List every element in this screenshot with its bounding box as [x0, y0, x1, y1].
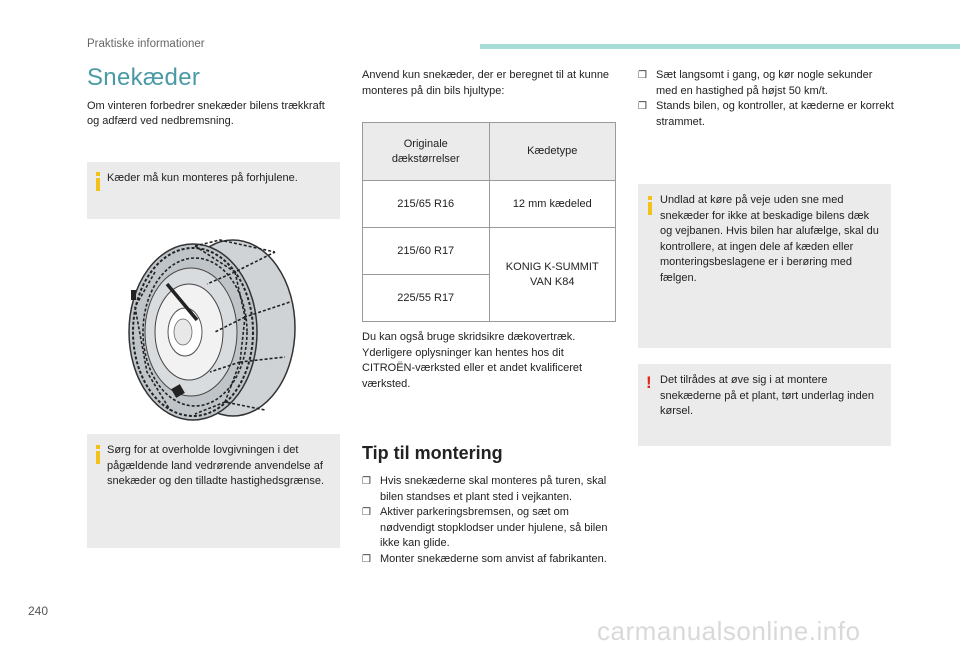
note-legislation: Sørg for at overholde lovgivningen i det… [87, 434, 340, 548]
page-number: 240 [28, 604, 49, 618]
table-header-chain-type: Kædetype [488, 122, 616, 181]
page-title: Snekæder [87, 64, 201, 91]
tips-heading: Tip til montering [362, 443, 503, 463]
chain-fit-intro: Anvend kun snekæder, der er beregnet til… [362, 69, 610, 97]
info-icon [648, 202, 652, 215]
table-cell-chain: 12 mm kædeled [488, 180, 616, 228]
table-header-row: Originale dækstørrelser Kædetype [362, 122, 616, 181]
note-legislation-text: Sørg for at overholde lovgivningen i det… [107, 444, 325, 487]
table-row: 215/65 R16 12 mm kædeled [362, 180, 616, 228]
table-cell-size: 225/55 R17 [362, 274, 490, 322]
list-item-text: Hvis snekæderne skal monteres på turen, … [380, 475, 607, 503]
table-header-tire-size: Originale dækstørrelser [362, 122, 490, 181]
checkbox-bullet-icon: ❒ [638, 70, 647, 81]
table-cell-size: 215/60 R17 [362, 227, 490, 275]
info-icon-dot [96, 172, 100, 176]
note-snowless-text: Undlad at køre på veje uden sne med snek… [660, 194, 879, 284]
note-front-wheels: Kæder må kun monteres på forhjulene. [87, 162, 340, 219]
warning-practice-text: Det tilrådes at øve sig i at montere sne… [660, 374, 875, 417]
list-item-text: Monter snekæderne som anvist af fabrikan… [380, 552, 607, 565]
checkbox-bullet-icon: ❒ [362, 553, 371, 565]
alternative-covers-paragraph: Du kan også bruge skridsikre dækovertræk… [362, 331, 583, 390]
list-item: ❒ Aktiver parkeringsbremsen, og sæt om nø… [362, 505, 618, 552]
watermark: carmanualsonline.info [597, 616, 861, 646]
list-item: ❒ Hvis snekæderne skal monteres på turen,… [362, 474, 618, 505]
info-icon [96, 451, 100, 464]
tips-list: ❒ Hvis snekæderne skal monteres på turen,… [362, 474, 618, 567]
list-item-text: Sæt langsomt i gang, og kør nogle sekund… [656, 69, 873, 97]
list-item: ❒ Monter snekæderne som anvist af fabrika… [362, 552, 618, 568]
checkbox-bullet-icon: ❒ [362, 507, 371, 518]
snow-chain-illustration [128, 239, 296, 421]
warning-icon: ! [646, 373, 652, 392]
header-accent-bar [480, 44, 960, 49]
note-front-text: Kæder må kun monteres på forhjulene. [107, 172, 298, 184]
intro-paragraph: Om vinteren forbedrer snekæder bilens tr… [87, 100, 325, 127]
info-icon [96, 178, 100, 191]
checkbox-bullet-icon: ❒ [638, 101, 647, 112]
table-cell-size: 215/65 R16 [362, 180, 490, 228]
chain-size-table: Originale dækstørrelser Kædetype 215/65 … [362, 122, 616, 322]
list-item-text: Stands bilen, og kontroller, at kæderne … [656, 100, 894, 128]
table-cell-chain: KONIG K-SUMMIT VAN K84 [488, 227, 616, 322]
note-snowless-roads: Undlad at køre på veje uden sne med snek… [638, 184, 891, 348]
warning-practice: ! Det tilrådes at øve sig i at montere s… [638, 364, 891, 446]
list-item: ❒ Sæt langsomt i gang, og kør nogle sekun… [638, 68, 894, 99]
checkbox-bullet-icon: ❒ [362, 476, 371, 487]
info-icon-dot [648, 196, 652, 200]
list-item: ❒ Stands bilen, og kontroller, at kæderne… [638, 99, 894, 130]
info-icon-dot [96, 445, 100, 449]
driving-steps-list: ❒ Sæt langsomt i gang, og kør nogle sekun… [638, 68, 894, 130]
table-row: 215/60 R17 KONIG K-SUMMIT VAN K84 [362, 227, 616, 322]
section-label: Praktiske informationer [87, 38, 205, 50]
list-item-text: Aktiver parkeringsbremsen, og sæt om nød… [380, 506, 608, 549]
table-row: 225/55 R17 [362, 274, 616, 322]
